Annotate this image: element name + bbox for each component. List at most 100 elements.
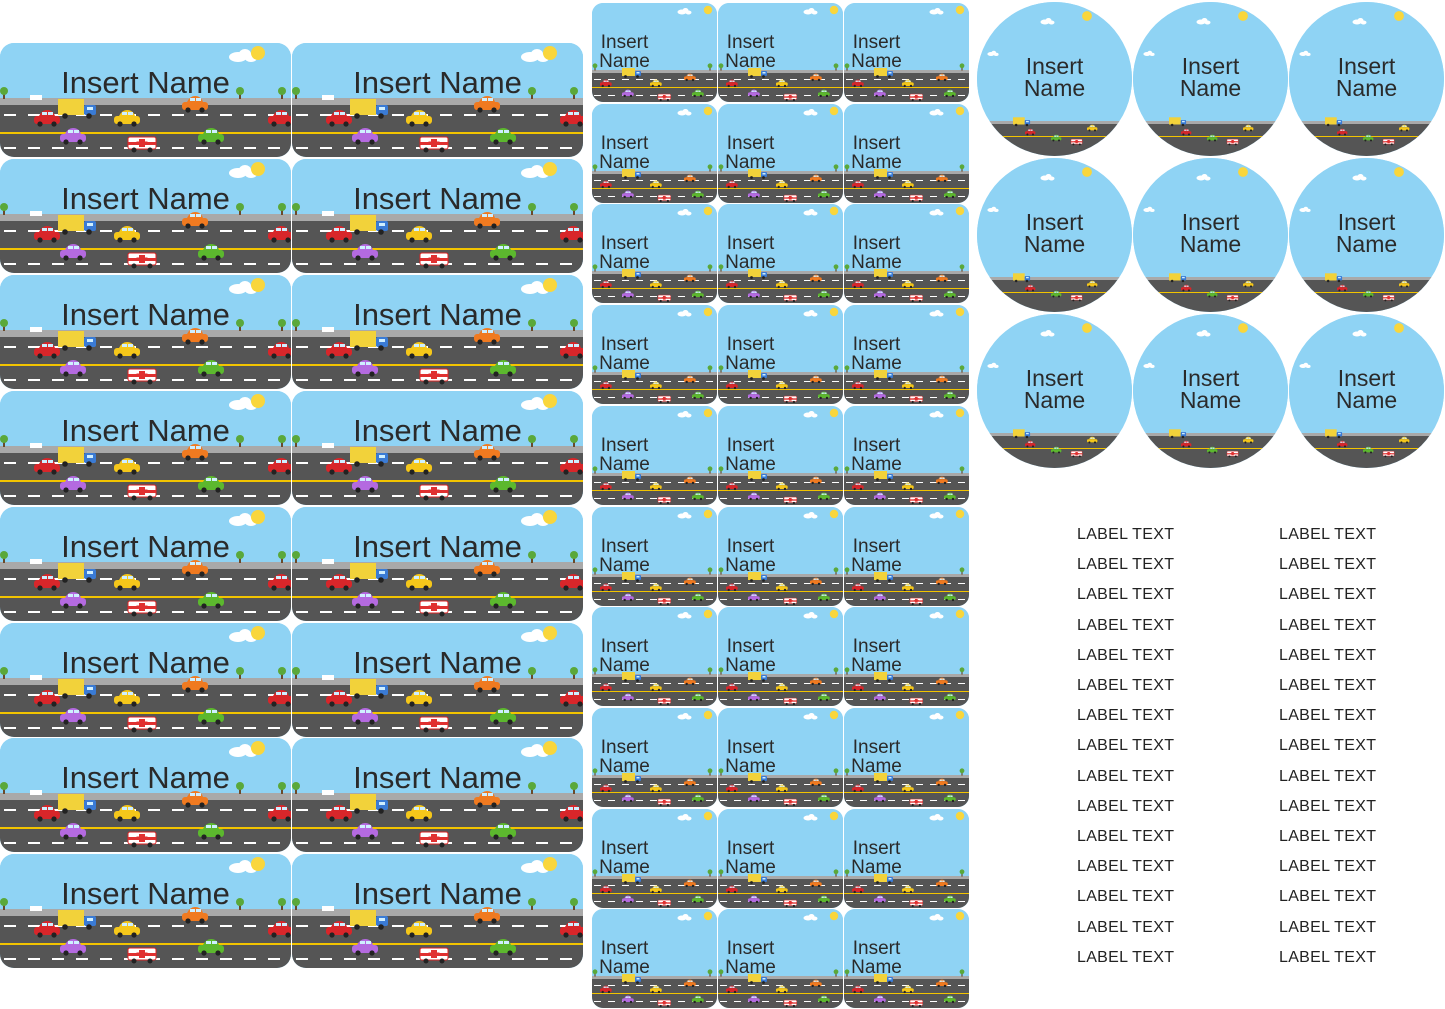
text-label[interactable]: LABEL TEXT: [1077, 797, 1175, 815]
text-label[interactable]: LABEL TEXT: [1077, 556, 1175, 574]
text-label[interactable]: LABEL TEXT: [1279, 646, 1377, 664]
text-label[interactable]: LABEL TEXT: [1077, 616, 1175, 634]
car-icon: [818, 895, 830, 903]
text-label[interactable]: LABEL TEXT: [1077, 888, 1175, 906]
cloud-icon: [1040, 330, 1055, 337]
text-label[interactable]: LABEL TEXT: [1279, 586, 1377, 604]
tree-icon: [292, 782, 300, 795]
car-icon: [748, 291, 760, 299]
text-label[interactable]: LABEL TEXT: [1077, 918, 1175, 936]
car-icon: [936, 979, 948, 988]
text-label[interactable]: LABEL TEXT: [1279, 888, 1377, 906]
text-label[interactable]: LABEL TEXT: [1077, 677, 1175, 694]
large-name-label[interactable]: Insert Name: [292, 854, 583, 969]
text-label[interactable]: LABEL TEXT: [1279, 707, 1377, 725]
tree-icon: [592, 566, 598, 575]
large-name-label[interactable]: Insert Name: [0, 274, 291, 389]
car-icon: [326, 225, 352, 243]
large-name-label[interactable]: Insert Name: [0, 390, 291, 505]
truck-icon: [748, 974, 767, 985]
large-name-label[interactable]: Insert Name: [292, 390, 583, 505]
large-name-label[interactable]: Insert Name: [0, 622, 291, 737]
text-label[interactable]: LABEL TEXT: [1077, 526, 1175, 543]
large-name-label[interactable]: Insert Name: [0, 43, 291, 157]
car-icon: [1363, 134, 1374, 142]
text-label[interactable]: LABEL TEXT: [1279, 526, 1377, 543]
large-name-label[interactable]: Insert Name: [0, 738, 291, 853]
text-label[interactable]: LABEL TEXT: [1077, 646, 1175, 664]
text-label[interactable]: LABEL TEXT: [1077, 858, 1175, 876]
text-label[interactable]: LABEL TEXT: [1279, 616, 1377, 634]
large-name-label[interactable]: Insert Name: [0, 854, 291, 969]
text-label[interactable]: LABEL TEXT: [1279, 677, 1377, 694]
text-label[interactable]: LABEL TEXT: [1279, 737, 1377, 755]
text-label[interactable]: LABEL TEXT: [1279, 797, 1377, 815]
text-label[interactable]: LABEL TEXT: [1279, 948, 1377, 966]
ambulance-icon: [783, 395, 797, 404]
large-name-label[interactable]: Insert Name: [0, 506, 291, 621]
text-label[interactable]: LABEL TEXT: [1077, 586, 1175, 604]
large-name-label[interactable]: Insert Name: [292, 274, 583, 389]
text-label[interactable]: LABEL TEXT: [1279, 767, 1377, 785]
car-icon: [692, 89, 704, 98]
text-label[interactable]: LABEL TEXT: [1279, 828, 1377, 845]
text-label[interactable]: LABEL TEXT: [1077, 707, 1175, 725]
large-name-label[interactable]: Insert Name: [292, 622, 583, 737]
text-label[interactable]: LABEL TEXT: [1279, 918, 1377, 936]
text-label[interactable]: LABEL TEXT: [1279, 556, 1377, 574]
large-name-label[interactable]: Insert Name: [292, 506, 583, 621]
text-label[interactable]: LABEL TEXT: [1077, 737, 1175, 755]
large-name-label[interactable]: Insert Name: [0, 158, 291, 273]
text-label[interactable]: LABEL TEXT: [1077, 767, 1175, 785]
tree-icon: [959, 466, 965, 474]
large-name-label[interactable]: Insert Name: [292, 158, 583, 273]
text-label[interactable]: LABEL TEXT: [1077, 828, 1175, 845]
label-name-line2: Name: [1179, 231, 1242, 257]
text-label[interactable]: LABEL TEXT: [1279, 858, 1377, 876]
large-name-label[interactable]: Insert Name: [292, 43, 583, 157]
large-name-label[interactable]: Insert Name: [292, 738, 583, 853]
text-label[interactable]: LABEL TEXT: [1077, 948, 1175, 966]
